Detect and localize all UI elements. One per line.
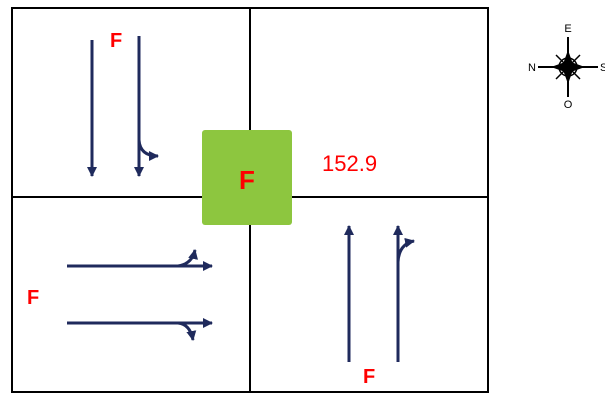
north-approach-grade: F xyxy=(110,30,122,52)
south-approach-arrows xyxy=(344,225,415,362)
compass-top-letter: E xyxy=(564,23,571,35)
west-approach-arrows xyxy=(67,249,213,341)
north-turn-arrow xyxy=(137,139,159,161)
south-turn-arrow xyxy=(396,237,415,263)
compass-rose: E N S O xyxy=(528,23,605,111)
compass-left-letter: N xyxy=(528,62,536,74)
north-approach-arrows xyxy=(87,36,159,177)
delay-value: 152.9 xyxy=(322,151,377,176)
west-turn-arrow xyxy=(177,249,198,268)
compass-right-letter: S xyxy=(600,62,605,74)
compass-bottom-letter: O xyxy=(564,99,573,111)
compass-ring xyxy=(558,57,578,77)
overall-grade-label: F xyxy=(239,165,255,195)
west-approach-grade: F xyxy=(27,287,39,309)
overall-grade-box xyxy=(202,130,292,225)
compass-diagonal-2 xyxy=(555,54,581,80)
west-turn-arrow-2 xyxy=(177,321,197,341)
south-approach-grade: F xyxy=(363,366,375,388)
